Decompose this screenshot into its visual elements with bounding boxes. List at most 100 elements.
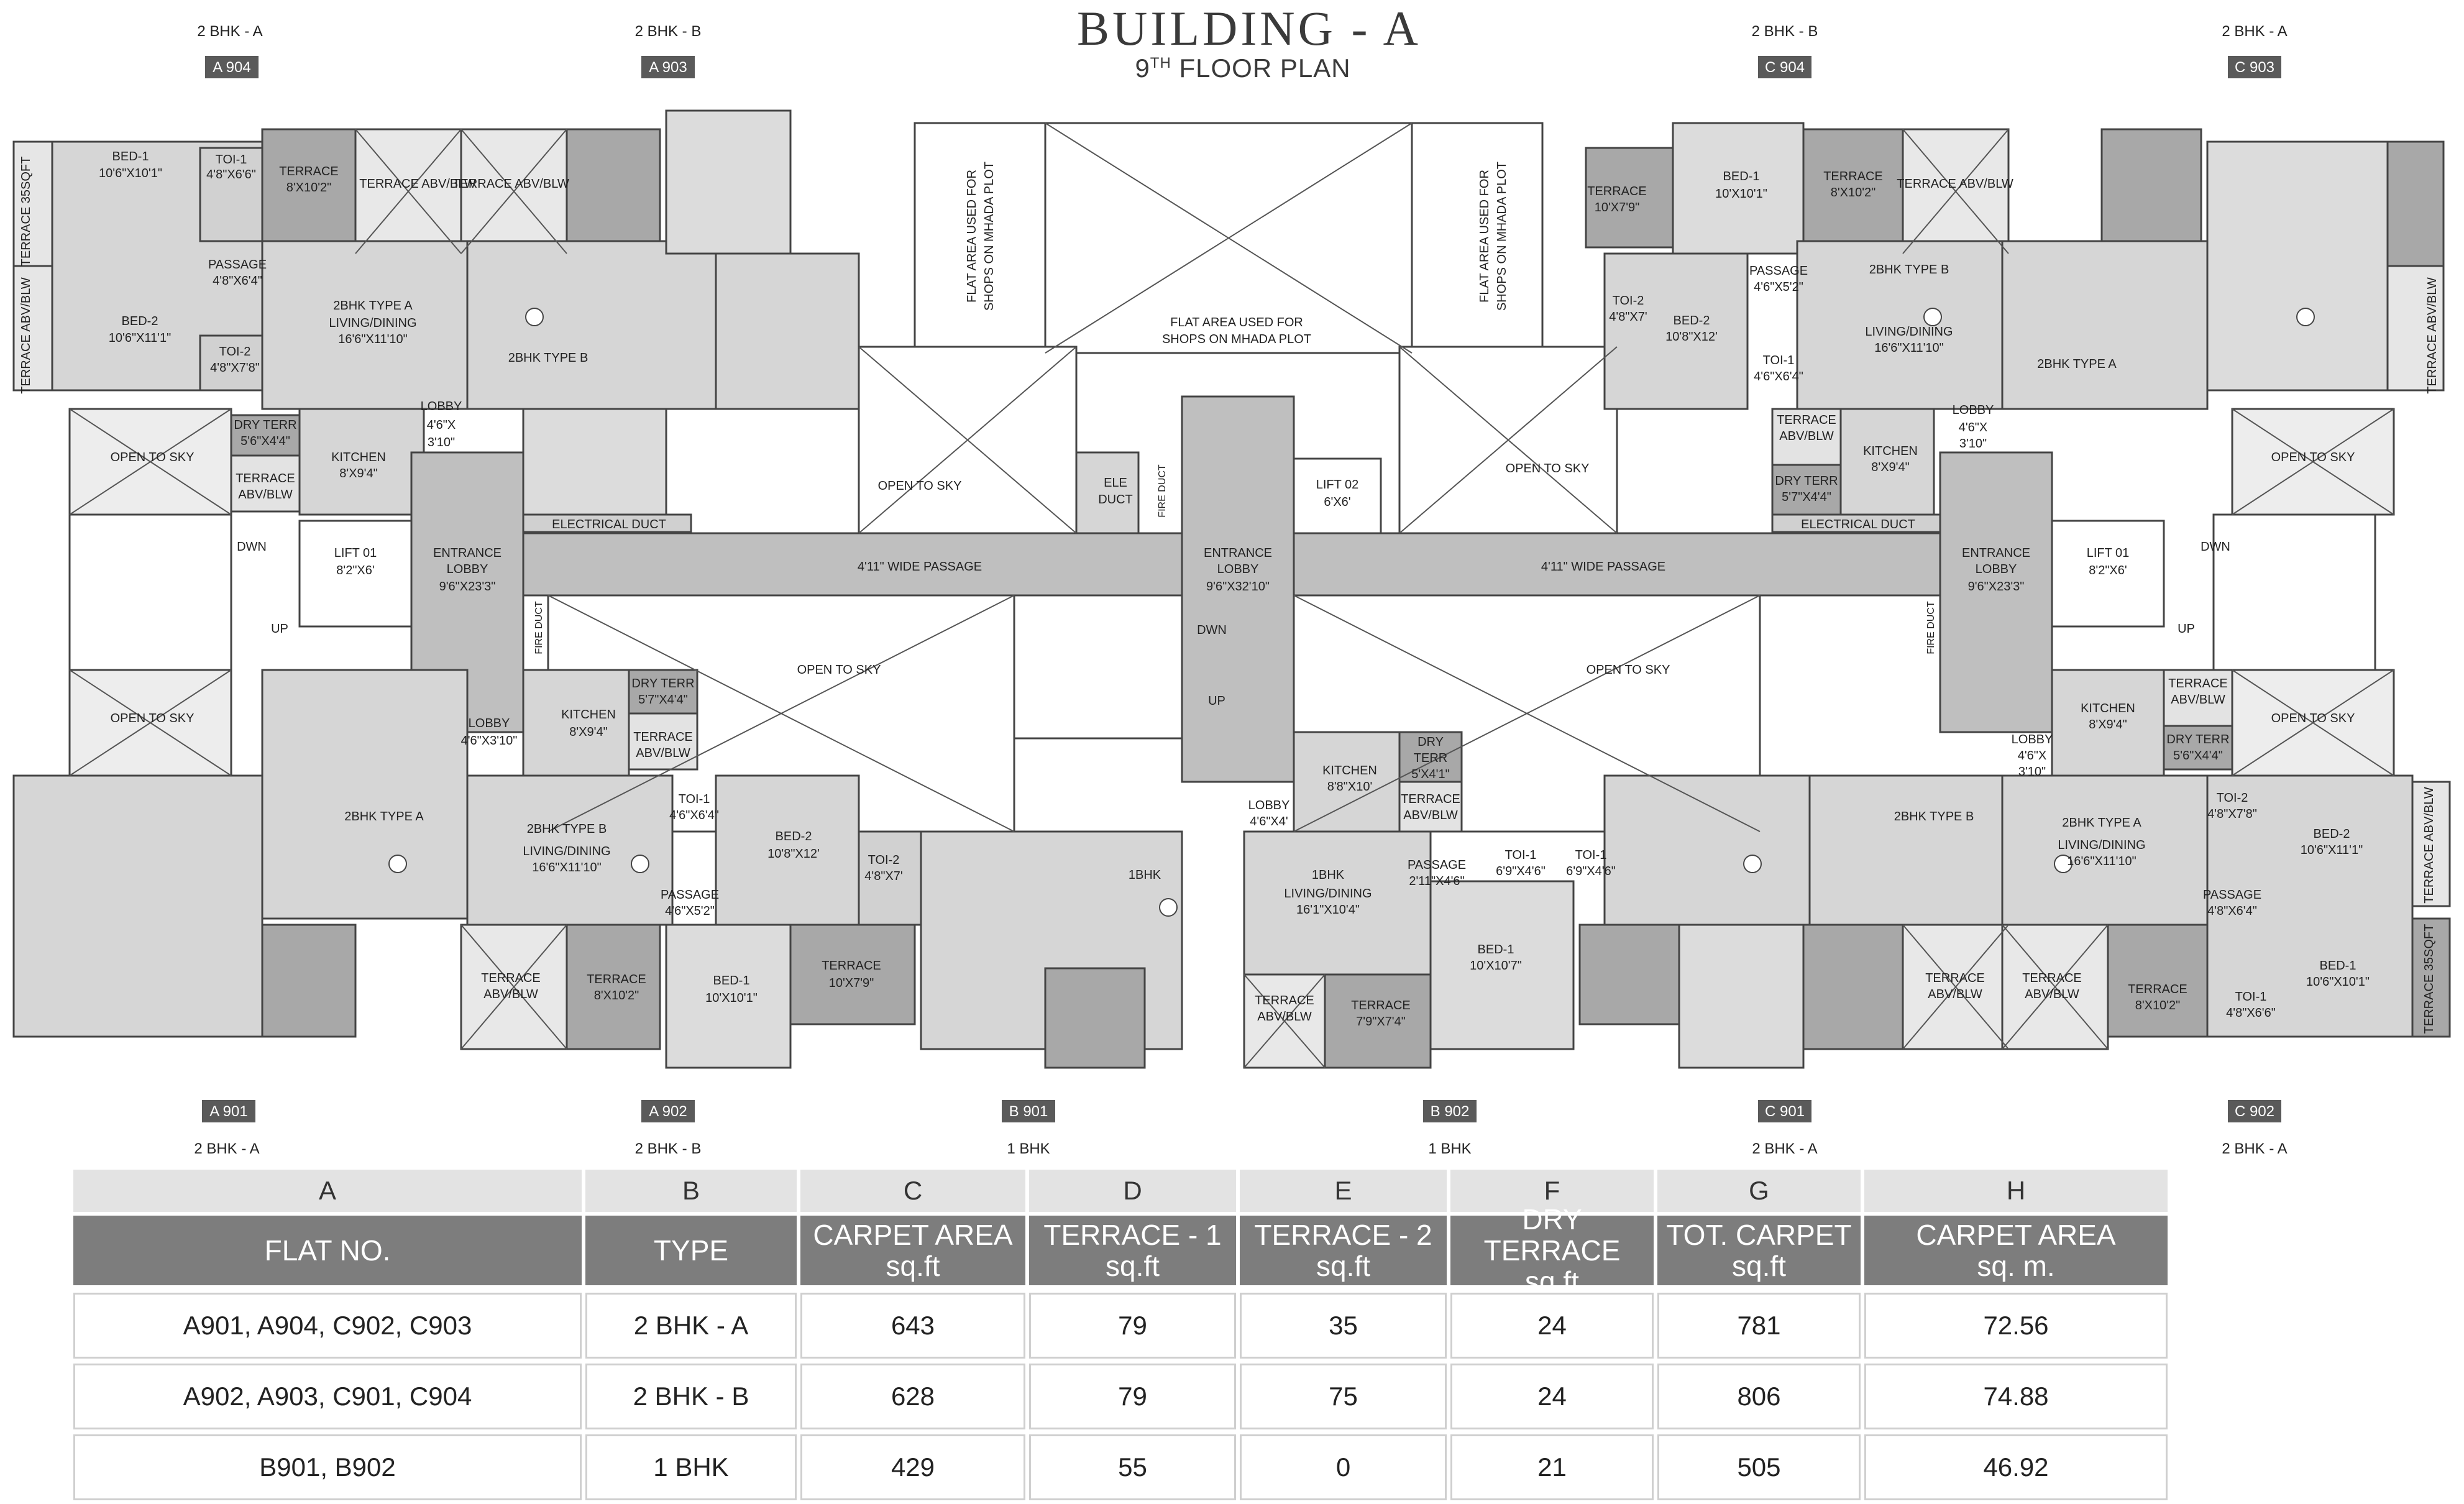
c904-kitchen — [1839, 408, 1935, 516]
a902-bed1-size: 10'X10'1" — [705, 991, 758, 1005]
a901-unit — [12, 774, 263, 1038]
table-column-letters: A B C D E F G H — [73, 1170, 2168, 1212]
centre-stair — [1013, 594, 1183, 740]
lift02-box — [1293, 457, 1382, 534]
c902-side-label: TERRACE 35SQFT — [2422, 924, 2436, 1034]
a904-terr3b-label: ABV/BLW — [238, 488, 293, 502]
col-letter: B — [585, 1170, 797, 1212]
ots-c-label: OPEN TO SKY — [1506, 462, 1590, 475]
c901-terrb-label: ABV/BLW — [1928, 988, 1982, 1001]
c904-lobby-size1: 4'6"X — [1959, 421, 1988, 434]
a904-type: 2 BHK - A — [197, 23, 262, 40]
table-cell: 781 — [1657, 1293, 1861, 1359]
c904-living-label: LIVING/DINING — [1865, 325, 1953, 339]
b902-kitchen — [1293, 731, 1401, 833]
col-letter: H — [1864, 1170, 2168, 1212]
a-stair-room — [68, 513, 232, 671]
ele-duct-label: ELE — [1104, 476, 1127, 490]
page-title: BUILDING - A — [1077, 1, 1421, 55]
b901-type: 1 BHK — [1007, 1140, 1050, 1157]
header-line1: DRY TERRACE — [1483, 1203, 1621, 1267]
a904-no: A 904 — [213, 59, 250, 76]
a902-living — [466, 774, 674, 926]
a902-terrace-size: 8'X10'2" — [594, 989, 639, 1002]
b902-kitchen-label: KITCHEN — [1322, 764, 1377, 777]
b901-type-label: 1BHK — [1129, 868, 1161, 882]
a902-terr-label: TERRACE — [633, 730, 693, 744]
a903-type-label: 2BHK TYPE B — [508, 351, 589, 365]
a904-passage-size: 4'8"X6'4" — [213, 274, 262, 288]
b902-type: 1 BHK — [1428, 1140, 1471, 1157]
a904-living-label: LIVING/DINING — [329, 316, 416, 330]
a-lift-room — [298, 520, 413, 628]
flat-area1-label: FLAT AREA USED FOR — [965, 170, 979, 303]
c-ent-size: 9'6"X23'3" — [1968, 580, 2025, 594]
table-cell: 79 — [1029, 1364, 1236, 1429]
a902-toi2-label: TOI-2 — [868, 853, 900, 867]
table-cell: 24 — [1450, 1364, 1654, 1429]
ots-a-label: OPEN TO SKY — [878, 479, 962, 493]
a904-side2-label: TERRACE ABV/BLW — [19, 277, 33, 394]
c902-bed1-label: BED-1 — [2320, 959, 2356, 973]
header-line2: sq.ft — [1316, 1250, 1370, 1282]
c902-bed2-label: BED-2 — [2314, 827, 2350, 841]
a904-toi1-label: TOI-1 — [216, 153, 247, 167]
c902-dry-label: DRY TERR — [2166, 733, 2229, 746]
a902-terrace — [566, 924, 661, 1050]
a901-lobby-label: LOBBY — [469, 717, 510, 730]
b902-terr-label: TERRACE — [1401, 792, 1460, 806]
a902-toi1-size: 4'6"X6'4" — [669, 809, 719, 822]
b-dwn-label: DWN — [1197, 623, 1227, 637]
c904-passage-size: 4'6"X5'2" — [1754, 280, 1803, 294]
table-cell: 505 — [1657, 1434, 1861, 1500]
a904-terr3 — [230, 454, 301, 513]
header-line1: TYPE — [653, 1234, 729, 1267]
table-cell: A902, A903, C901, C904 — [73, 1364, 582, 1429]
table-cell: 55 — [1029, 1434, 1236, 1500]
header-line2: sq. m. — [1977, 1250, 2055, 1282]
c902-type: 2 BHK - A — [2222, 1140, 2287, 1157]
c902-terr2-label: TERRACE — [2022, 971, 2082, 985]
a903-type: 2 BHK - B — [635, 23, 702, 40]
table-cell: 2 BHK - B — [585, 1364, 797, 1429]
b902-terr3-label: TERRACE — [1351, 999, 1411, 1012]
c902-toi2-size: 4'8"X7'8" — [2207, 807, 2257, 821]
b902-terr — [1398, 781, 1463, 833]
c-entrance — [1939, 451, 2053, 733]
a902-bed1-label: BED-1 — [713, 974, 750, 988]
b901-no: B 901 — [1009, 1103, 1048, 1120]
a902-terrace-label: TERRACE — [587, 973, 646, 986]
b902-terrb-label: ABV/BLW — [1403, 809, 1458, 822]
table-cell: 2 BHK - A — [585, 1293, 797, 1359]
c904-lobby-label: LOBBY — [1953, 403, 1994, 417]
fire-mid-label: FIRE DUCT — [1157, 464, 1168, 518]
c904-bed2 — [1603, 252, 1749, 410]
table-cell: 79 — [1029, 1293, 1236, 1359]
b902-dry2-label: TERR — [1414, 751, 1447, 765]
col-letter: A — [73, 1170, 582, 1212]
a902-living-label: LIVING/DINING — [523, 845, 610, 858]
a904-toi1-size: 4'8"X6'6" — [206, 168, 256, 181]
c-up-label: UP — [2178, 622, 2195, 636]
c902-kitchen-size: 8'X9'4" — [2089, 718, 2127, 731]
a904-bed1-size: 10'6"X10'1" — [99, 167, 162, 180]
b902-terr3 — [1324, 973, 1432, 1069]
a903-bed2 — [715, 252, 860, 410]
header-line2: sq.ft — [1525, 1265, 1579, 1298]
b-ent-label: ENTRANCE — [1204, 546, 1272, 560]
c-ent2-label: LOBBY — [1976, 562, 2017, 576]
c904-terrace-label: TERRACE — [1587, 185, 1647, 198]
a901-terrb-label: ABV/BLW — [483, 988, 538, 1001]
a902-passage-size: 4'6"X5'2" — [665, 904, 715, 918]
a904-toi2 — [199, 334, 263, 392]
table-cell: 0 — [1240, 1434, 1447, 1500]
a901-no: A 901 — [209, 1103, 247, 1120]
b902-toi-label: TOI-1 — [1505, 848, 1537, 862]
a904-terr-abv-label: TERRACE ABV/BLW — [359, 177, 476, 191]
c904-kitchen-label: KITCHEN — [1863, 444, 1918, 458]
c904-bed2-size: 10'8"X12' — [1665, 330, 1718, 344]
c904-tag — [1758, 56, 1811, 78]
table-row: A902, A903, C901, C904 2 BHK - B 628 79 … — [73, 1364, 2168, 1429]
c902-terrace — [2107, 924, 2209, 1038]
b902-living — [1243, 830, 1432, 976]
